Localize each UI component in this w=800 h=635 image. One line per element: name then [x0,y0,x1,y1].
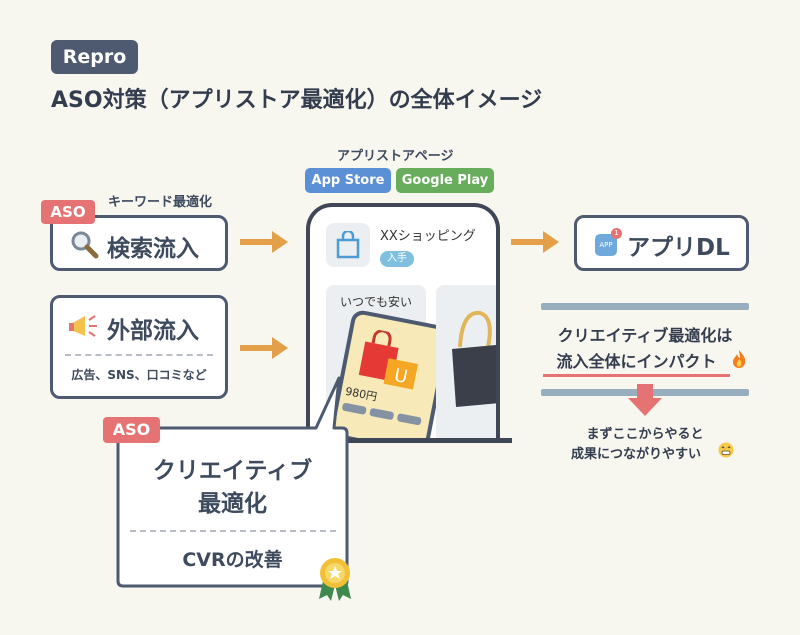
screenshot-card [436,285,496,443]
search-inflow-label: 検索流入 [107,236,199,262]
brand-badge: Repro [51,40,138,74]
app-dl-label: アプリDL [627,235,730,261]
cvr-label: CVRの改善 [182,549,283,571]
store-page-label: アプリストアページ [337,149,454,164]
down-arrow-icon [628,384,662,416]
search-inflow-box: 検索流入 [50,215,228,271]
message-line2: 流入全体にインパクト [543,348,730,377]
arrow-store-to-dl [511,231,559,253]
divider [130,530,336,532]
arrow-search-to-store [240,231,288,253]
app-icon-small: APP [595,234,617,256]
svg-text:U: U [392,365,409,388]
external-inflow-box: 外部流入 広告、SNS、口コミなど [50,295,228,399]
note-line1: まずここからやると [586,427,704,442]
aso-tag-search: ASO [41,200,95,224]
aso-tag-creative: ASO [103,417,160,443]
screenshot-card: いつでも安い U 980円 [326,285,452,443]
google-play-badge: Google Play [396,168,494,193]
phone-frame: XXショッピング 入手 いつでも安い U 980円 [306,203,500,443]
bar [396,413,422,426]
medal-icon [319,558,351,601]
handbag-icon [452,310,496,407]
note-line2: 成果につながりやすい [570,447,701,462]
shopping-bag-icon [336,231,360,259]
arrow-external-to-store [240,337,288,359]
divider [65,354,213,356]
magnifier-icon [71,231,99,259]
creative-line1: クリエイティブ [152,458,313,484]
app-store-badge: App Store [305,168,391,193]
notification-badge: 1 [611,228,622,239]
keyword-label: キーワード最適化 [108,195,213,210]
external-inflow-label: 外部流入 [107,318,199,344]
card-title: いつでも安い [339,295,412,309]
shopping-bags-icon: U [358,329,418,390]
message-line1: クリエイティブ最適化は [557,326,733,345]
page-title: ASO対策（アプリストア最適化）の全体イメージ [51,88,543,113]
install-button[interactable]: 入手 [380,251,414,267]
fire-icon [733,350,746,368]
external-inflow-sub: 広告、SNS、口コミなど [71,368,207,382]
app-dl-box: APP 1 アプリDL [574,215,749,271]
phone-cut-line [300,438,512,443]
creative-line2: 最適化 [198,491,267,517]
app-name: XXショッピング [380,229,476,244]
grin-icon [718,442,734,458]
tilted-phone-screen: U 980円 [328,308,452,443]
megaphone-icon [69,315,97,337]
divider-top [541,303,749,310]
bar [369,407,395,421]
app-icon [326,223,370,267]
